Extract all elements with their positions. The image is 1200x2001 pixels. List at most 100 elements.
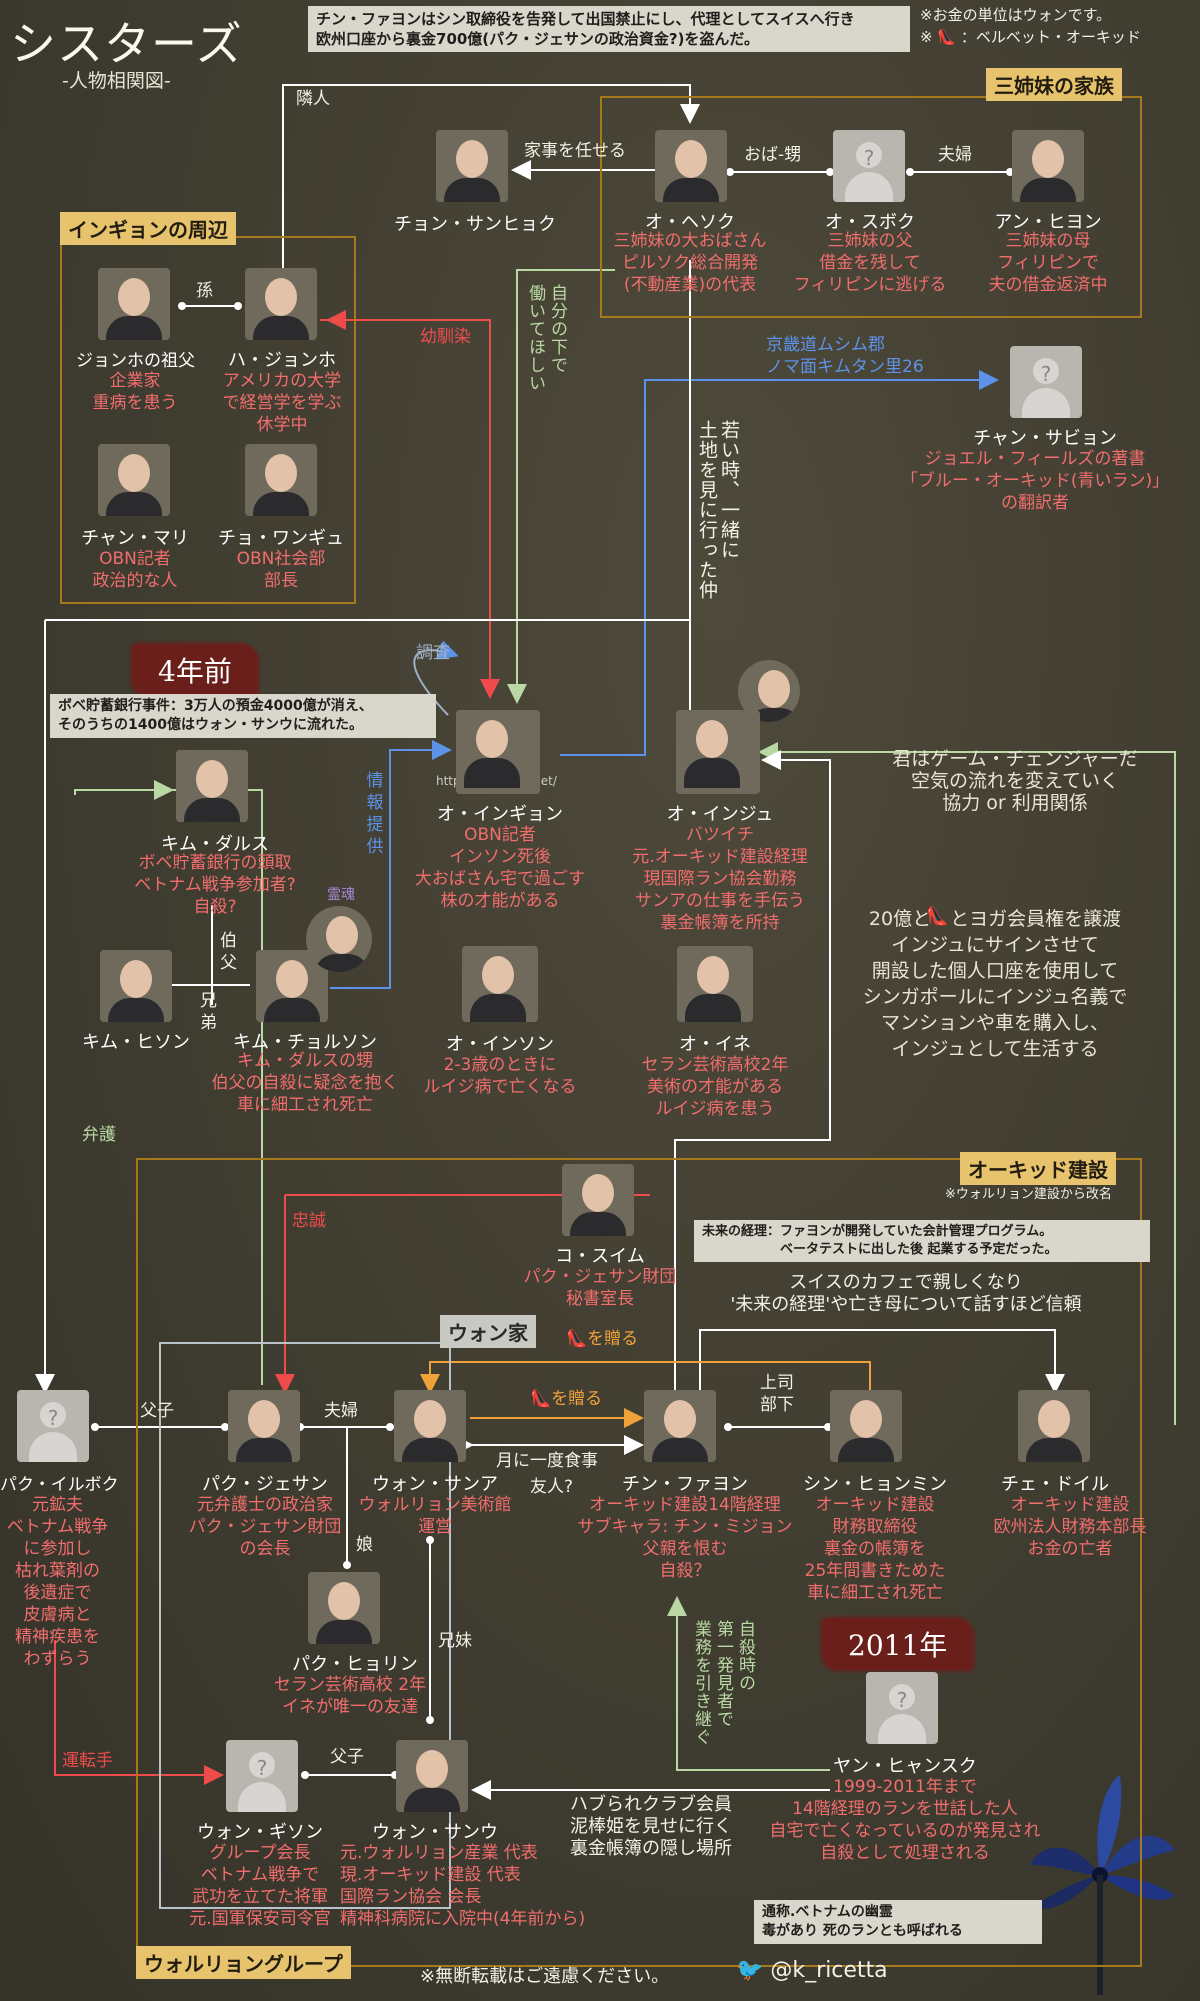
rel-friends: 友人?: [530, 1477, 574, 1497]
name-ko-suim: コ・スイム: [555, 1246, 645, 1267]
footer-handle: 🐦 @k_ricetta: [736, 1958, 888, 1983]
name-che-doil: チェ・ドイル: [1001, 1474, 1109, 1495]
name-chin-fayon: チン・ファヨン: [622, 1474, 748, 1495]
region-sisters-family-title: 三姉妹の家族: [986, 68, 1122, 101]
photo-jongho-grandfather: [98, 268, 170, 340]
rel-housework: 家事を任せる: [524, 141, 626, 161]
line-work-for-me: [507, 269, 615, 704]
desc-oh-inson: 2-3歳のときに ルイジ病で亡くなる: [423, 1055, 577, 1097]
desc-won-sanwoo: 元.ウォルリョン産業 代表 現.オーキッド建設 代表 国際ラン協会 会長 精神科…: [340, 1843, 586, 1929]
name-won-sana: ウォン・サンア: [372, 1474, 498, 1495]
rel-loyalty: 忠誠: [292, 1211, 326, 1231]
desc-ha-jongho: アメリカの大学 で経営学を学ぶ 休学中: [222, 371, 342, 435]
line-info-provide: [330, 740, 452, 989]
photo-won-gison: ?: [226, 1740, 298, 1812]
photo-park-ilbok: ?: [17, 1390, 89, 1462]
photo-kim-cholsun: [256, 950, 328, 1022]
name-oh-ingyeong: オ・インギョン: [437, 804, 563, 825]
photo-won-sanwoo: [396, 1740, 468, 1812]
region-won-family-title: ウォン家: [440, 1315, 536, 1348]
desc-oh-inju: バツイチ 元.オーキッド建設経理 現国際ラン協会勤務 サンアの仕事を手伝う 裏金…: [632, 825, 808, 933]
legend-shoe-label: ：ベルベット・オーキッド: [960, 28, 1141, 46]
rel-game-changer: 君はゲーム・チェンジャーだ 空気の流れを変えていく 協力 or 利用関係: [892, 748, 1138, 814]
page-subtitle: -人物相関図-: [62, 70, 171, 92]
rel-father-son-1: 父子: [140, 1401, 174, 1421]
name-oh-hyesok: オ・ヘソク: [645, 212, 735, 233]
rel-gift-1: 👠を贈る: [566, 1328, 638, 1350]
name-won-gison: ウォン・ギソン: [197, 1822, 323, 1843]
shoe-icon: 👠: [937, 28, 957, 46]
bank-incident-note: ボベ貯蓄銀行事件：3万人の預金4000億が消え、 そのうちの1400億はウォン・…: [50, 694, 436, 738]
rel-siblings: 兄妹: [438, 1631, 472, 1651]
photo-cho-wongyu: [245, 444, 317, 516]
year-four-years-ago: 4年前: [132, 644, 258, 696]
footer-note: ※無断転載はご遠慮ください。: [420, 1966, 670, 1987]
desc-won-sana: ウォルリョン美術館 運営: [358, 1495, 512, 1537]
photo-oh-ine: [677, 946, 753, 1022]
photo-ghost: [306, 906, 372, 972]
ghost-label: 霊魂: [327, 887, 355, 903]
desc-oh-hyesok: 三姉妹の大おばさん ピルソク総合開発 (不動産業)の代表: [613, 231, 767, 295]
rel-father-son-2: 父子: [330, 1747, 364, 1767]
page-title: シスターズ: [10, 17, 243, 71]
name-yan-hyansuk: ヤン・ヒャンスク: [833, 1756, 977, 1777]
line-address: [560, 370, 999, 756]
name-park-hyorin: パク・ヒョリン: [292, 1654, 418, 1675]
photo-kim-dalsu: [176, 750, 248, 822]
phantom-note: 通称.ベトナムの幽霊 毒があり 死のランとも呼ばれる: [754, 1900, 1042, 1944]
region-wollyeong-group-title: ウォルリョングループ: [136, 1946, 351, 1979]
photo-shin-hyonmin: [830, 1390, 902, 1462]
rel-neighbor: 隣人: [296, 89, 330, 109]
rel-defend: 弁護: [82, 1125, 116, 1145]
shoe-icon-gift-2: 👠: [530, 1389, 552, 1409]
name-park-ilbok: パク・イルボク: [0, 1475, 119, 1495]
twitter-icon: 🐦: [736, 1958, 764, 1983]
photo-oh-ingyeong: [456, 710, 540, 794]
desc-oh-ingyeong: OBN記者 インソン死後 大おばさん宅で過ごす 株の才能がある: [414, 825, 586, 911]
photo-oh-inju: [676, 710, 760, 794]
rel-grandson: 孫: [196, 281, 213, 301]
name-oh-inson: オ・インソン: [446, 1034, 554, 1055]
photo-chon-sanhyok: [436, 130, 508, 202]
desc-park-ilbok: 元鉱夫 ベトナム戦争 に参加し 枯れ葉剤の 後遺症で 皮膚病と 精神疾患を わず…: [6, 1495, 109, 1669]
name-chang-mari: チャン・マリ: [81, 528, 189, 549]
rel-couple-1: 夫婦: [938, 145, 972, 165]
orchid-illustration: [1030, 1775, 1175, 1995]
line-driver: [54, 1640, 224, 1785]
photo-kim-hison: [100, 950, 172, 1022]
line-swiss-cafe: [699, 1329, 1065, 1394]
rel-investigate: 調査: [416, 643, 450, 663]
desc-jongho-grandfather: 企業家 重病を患う: [92, 371, 178, 413]
photo-won-sana: [394, 1390, 466, 1462]
shoe-icon-transfer: 👠: [926, 906, 949, 927]
region-orchid-title: オーキッド建設: [960, 1152, 1116, 1185]
rel-aunt-nephew: おば-甥: [744, 145, 802, 165]
desc-park-hyorin: セラン芸術高校 2年 イネが唯一の友達: [273, 1675, 427, 1717]
photo-ha-jongho: [245, 268, 317, 340]
region-ingyeong-circle-title: インギョンの周辺: [60, 212, 236, 245]
photo-oh-inson: [462, 946, 538, 1022]
desc-chang-mari: OBN記者 政治的な人: [92, 549, 178, 591]
name-park-jesan: パク・ジェサン: [202, 1474, 328, 1495]
region-orchid-note: ※ウォルリョン建設から改名: [945, 1187, 1112, 1202]
rel-couple-2: 夫婦: [324, 1401, 358, 1421]
photo-oh-hyesok: [655, 130, 727, 202]
rel-boss: 上司 部下: [760, 1373, 794, 1415]
name-jongho-grandfather: ジョンホの祖父: [76, 351, 195, 371]
future-manager-note: 未来の経理：ファヨンが開発していた会計管理プログラム。 ベータテストに出した後 …: [694, 1220, 1150, 1262]
line-discoverer: [667, 1596, 830, 1771]
desc-park-jesan: 元弁護士の政治家 パク・ジェサン財団 の会長: [188, 1495, 342, 1559]
desc-ko-suim: パク・ジェサン財団 秘書室長: [523, 1267, 677, 1309]
name-cho-wongyu: チョ・ワンギュ: [218, 528, 344, 549]
name-shin-hyonmin: シン・ヒョンミン: [803, 1474, 947, 1495]
desc-an-hiyon: 三姉妹の母 フィリピンで 夫の借金返済中: [988, 231, 1108, 295]
photo-chan-sabyon: ?: [1010, 346, 1082, 418]
desc-kim-dalsu: ボベ貯蓄銀行の頭取 ベトナム戦争参加者? 自殺?: [134, 853, 296, 917]
desc-chan-sabyon: ジョエル・フィールズの著書 「ブルー・オーキッド(青いラン)」 の翻訳者: [900, 449, 1170, 513]
rel-brothers: 兄 弟: [200, 991, 217, 1033]
rel-work-for-me: 自分の下で 働いてほしい: [525, 284, 567, 392]
rel-info-provide: 情報 提供: [366, 771, 384, 857]
photo-park-hyorin: [308, 1572, 380, 1644]
